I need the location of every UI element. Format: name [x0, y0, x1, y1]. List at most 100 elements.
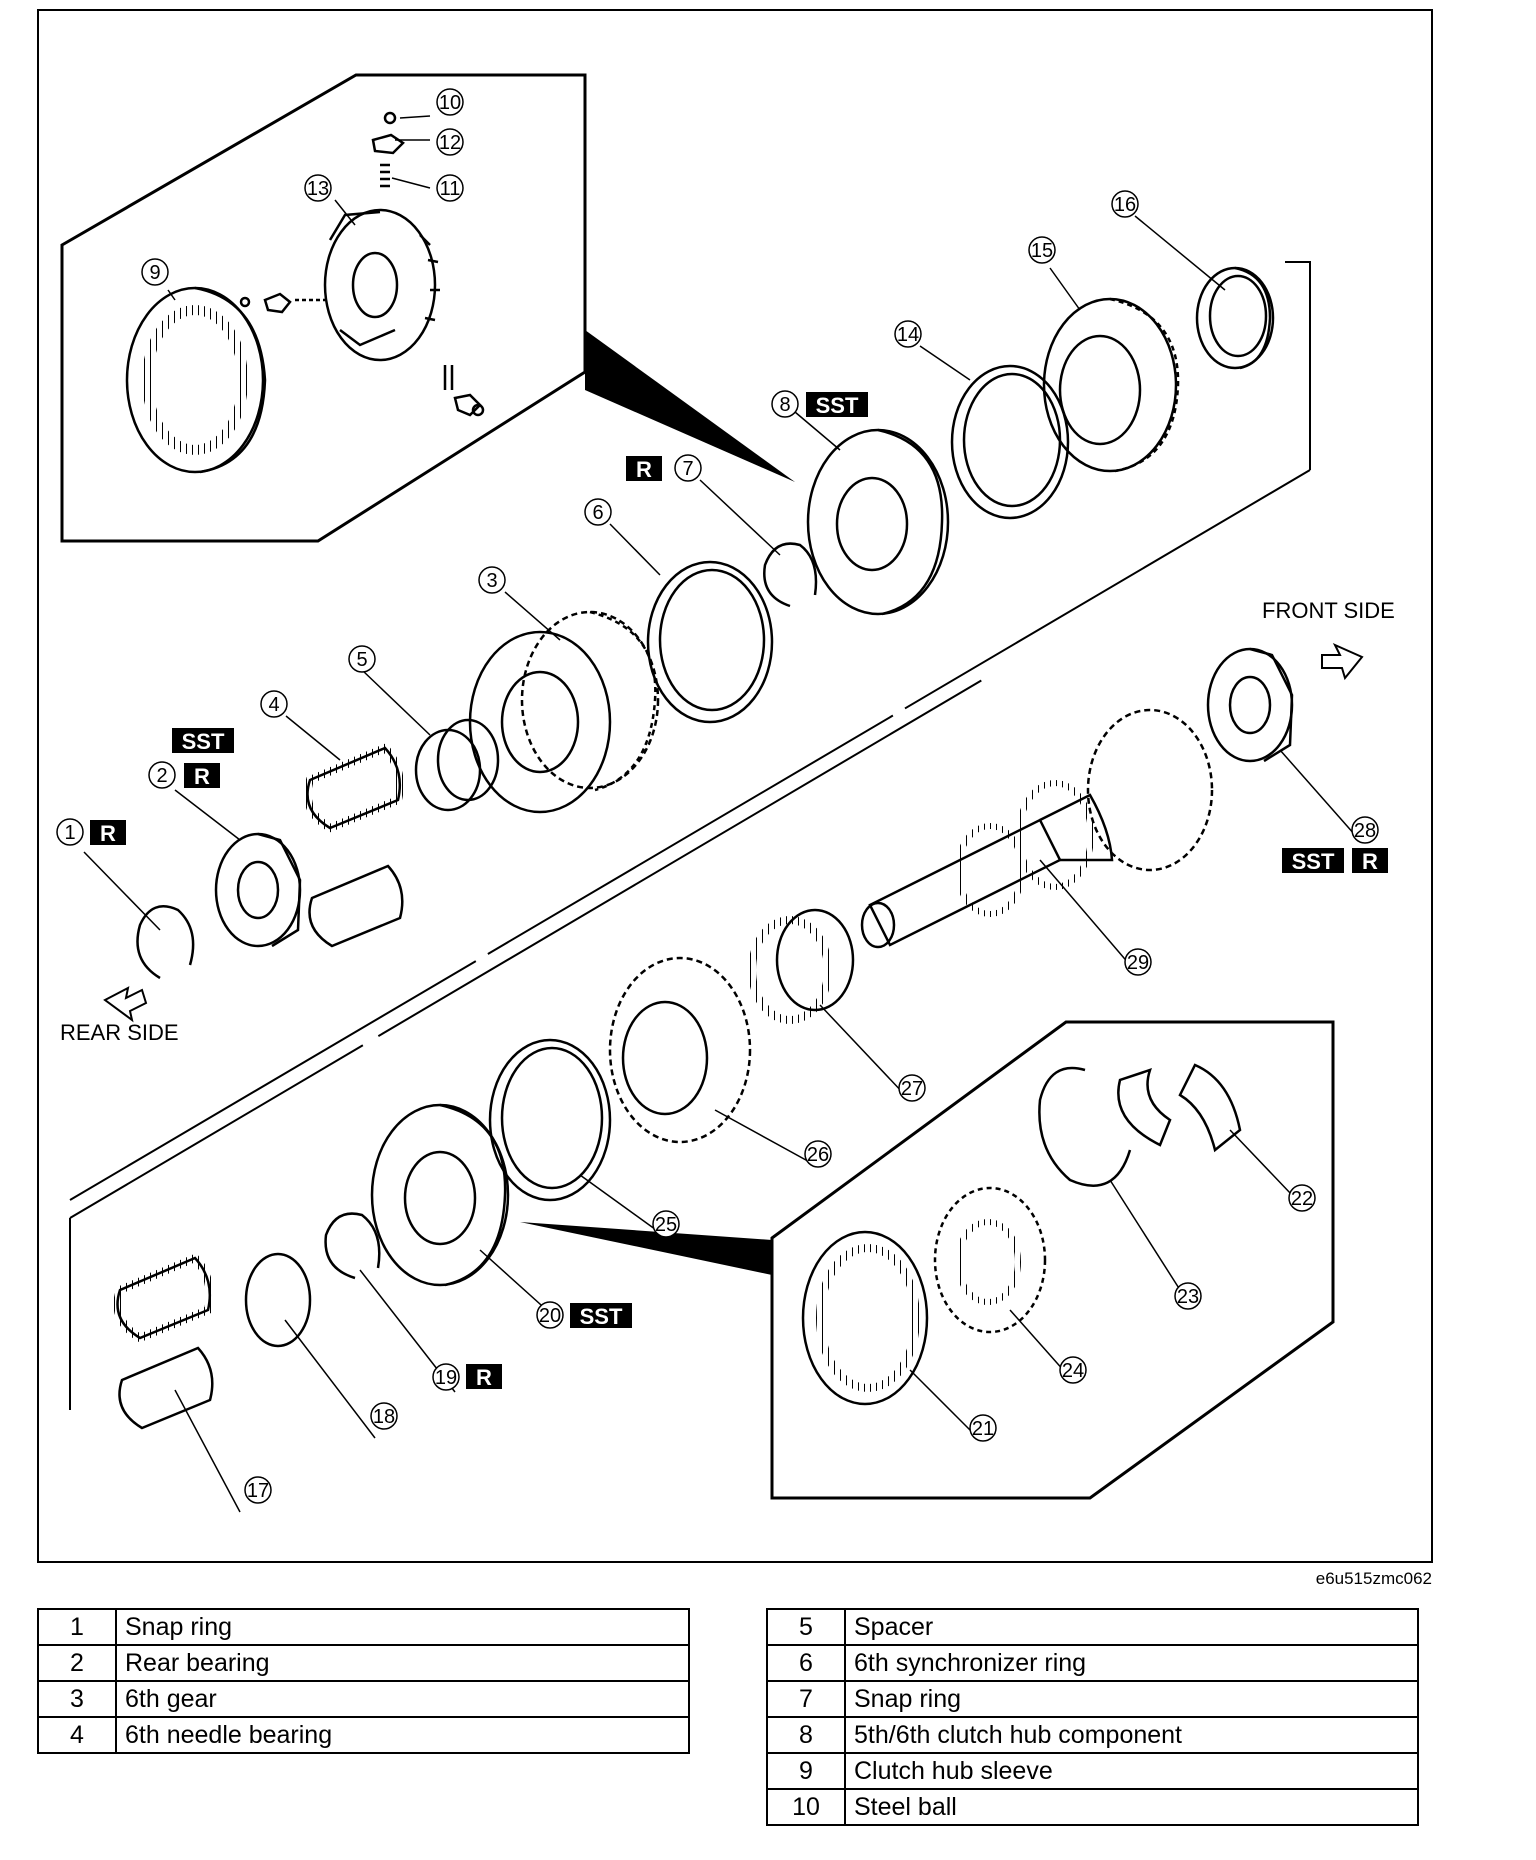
callout-9: 9	[141, 258, 169, 286]
callout-12: 12	[436, 128, 464, 156]
part-number: 5	[766, 1608, 846, 1646]
part-7-snap-ring	[763, 542, 818, 608]
tag-r-part-1: R	[90, 820, 126, 846]
svg-text:R: R	[100, 821, 116, 846]
svg-text:4: 4	[268, 694, 279, 716]
rear-side-label: REAR SIDE	[60, 1020, 179, 1045]
tag-r-part-19: R	[466, 1364, 502, 1390]
part-4-needle-bearing	[303, 743, 404, 948]
callout-15: 15	[1028, 236, 1056, 264]
svg-text:19: 19	[435, 1367, 457, 1389]
part-number: 10	[766, 1788, 846, 1826]
svg-text:20: 20	[539, 1305, 561, 1327]
callout-11: 11	[436, 174, 464, 202]
part-name: Steel ball	[844, 1788, 1419, 1826]
part-17-needle-bearing	[113, 1253, 214, 1430]
callout-13: 13	[304, 174, 332, 202]
svg-text:15: 15	[1031, 240, 1053, 262]
svg-text:2: 2	[156, 765, 167, 787]
part-29-main-shaft	[860, 708, 1214, 949]
part-name: Snap ring	[115, 1608, 690, 1646]
part-10-steel-ball	[383, 111, 397, 125]
svg-text:R: R	[636, 457, 652, 482]
svg-text:26: 26	[807, 1144, 829, 1166]
svg-text:25: 25	[655, 1214, 677, 1236]
part-name: 5th/6th clutch hub component	[844, 1716, 1419, 1754]
tag-r-part-2: R	[184, 763, 220, 789]
svg-text:12: 12	[439, 132, 461, 154]
part-number: 9	[766, 1752, 846, 1790]
part-27-needle-bearing	[748, 908, 855, 1024]
part-number: 4	[37, 1716, 117, 1754]
callout-29: 29	[1124, 948, 1152, 976]
svg-text:17: 17	[247, 1480, 269, 1502]
callout-22: 22	[1288, 1184, 1316, 1212]
callout-18: 18	[370, 1402, 398, 1430]
svg-text:28: 28	[1354, 820, 1376, 842]
part-12-key	[371, 133, 405, 155]
callout-2: 2	[148, 761, 176, 789]
tag-sst-part-28: SST	[1282, 848, 1344, 874]
svg-text:SST: SST	[182, 729, 225, 754]
part-9-clutch-hub-sleeve	[125, 286, 267, 474]
svg-text:21: 21	[972, 1418, 994, 1440]
svg-text:R: R	[194, 764, 210, 789]
part-number: 2	[37, 1644, 117, 1682]
svg-text:16: 16	[1114, 194, 1136, 216]
part-3-6th-gear	[468, 610, 660, 814]
callout-14: 14	[894, 320, 922, 348]
part-6-synchronizer-ring	[646, 560, 774, 724]
svg-text:18: 18	[373, 1406, 395, 1428]
part-name: 6th synchronizer ring	[844, 1644, 1419, 1682]
part-16-bushing	[1195, 266, 1275, 370]
part-28-front-bearing	[1206, 647, 1294, 763]
lower-assembly-outline	[69, 639, 1051, 1410]
svg-text:SST: SST	[1292, 849, 1335, 874]
callout-21: 21	[969, 1414, 997, 1442]
callout-26: 26	[804, 1140, 832, 1168]
part-number: 8	[766, 1716, 846, 1754]
callouts: 1 2 3 4 5 6 7 8 9 10 11 12 13 14 15 16 1…	[56, 88, 1379, 1504]
svg-text:R: R	[1362, 849, 1378, 874]
callout-20: 20	[536, 1301, 564, 1329]
svg-text:23: 23	[1177, 1286, 1199, 1308]
front-side-arrow-icon	[1321, 642, 1364, 681]
part-name: Clutch hub sleeve	[844, 1752, 1419, 1790]
svg-text:11: 11	[440, 178, 461, 200]
front-side-label: FRONT SIDE	[1262, 598, 1395, 623]
image-code: e6u515zmc062	[1316, 1569, 1432, 1588]
tags: R SST R R SST SST R SST R	[90, 392, 1388, 1390]
svg-text:6: 6	[592, 502, 603, 524]
part-number: 6	[766, 1644, 846, 1682]
callout-16: 16	[1111, 190, 1139, 218]
svg-text:R: R	[476, 1365, 492, 1390]
part-11-spring	[380, 163, 390, 188]
part-number: 3	[37, 1680, 117, 1718]
callout-28: 28	[1351, 816, 1379, 844]
svg-text:SST: SST	[816, 393, 859, 418]
tag-sst-part-20: SST	[570, 1303, 632, 1329]
callout-17: 17	[244, 1476, 272, 1504]
part-22-synchronizer-key	[1117, 1063, 1242, 1153]
part-name: 6th gear	[115, 1680, 690, 1718]
svg-text:29: 29	[1127, 952, 1149, 974]
callout-8: 8	[771, 390, 799, 418]
callout-19: 19	[432, 1363, 460, 1391]
svg-text:7: 7	[682, 458, 693, 480]
part-13-synchronizer-key	[323, 208, 440, 362]
callout-23: 23	[1174, 1282, 1202, 1310]
svg-text:10: 10	[439, 92, 461, 114]
part-26-gear	[608, 956, 752, 1144]
svg-text:SST: SST	[580, 1304, 623, 1329]
part-24-clutch-hub	[933, 1186, 1047, 1334]
callout-4: 4	[260, 690, 288, 718]
